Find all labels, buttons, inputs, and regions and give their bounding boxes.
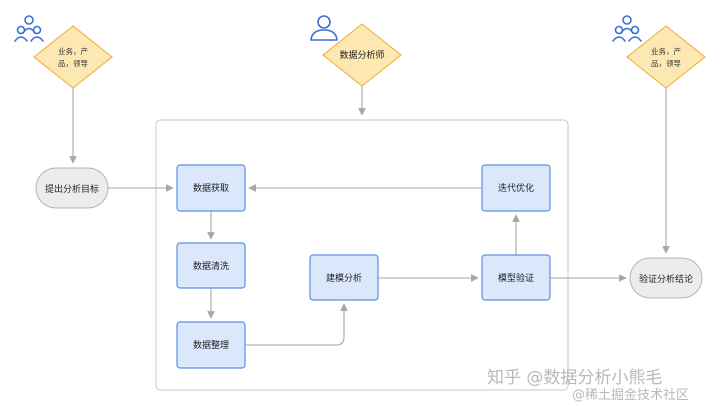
step-acquire-label: 数据获取 xyxy=(193,182,229,194)
end-node xyxy=(629,257,703,299)
end-node-label: 验证分析结论 xyxy=(639,273,693,285)
step-clean-label: 数据清洗 xyxy=(193,260,229,272)
arrow-organize-to-model xyxy=(245,303,348,346)
start-node-label: 提出分析目标 xyxy=(45,183,99,195)
actor-center-label: 数据分析师 xyxy=(339,49,384,61)
actor-right-icon xyxy=(612,15,642,42)
watermark-zhihu: 知乎 @数据分析小熊毛 xyxy=(487,368,662,388)
actor-left-diamond xyxy=(33,25,113,89)
step-model-label: 建模分析 xyxy=(326,272,362,284)
step-validate-label: 模型验证 xyxy=(498,272,534,284)
actor-right-diamond xyxy=(626,25,706,89)
actor-left-label-line2: 品，领导 xyxy=(58,58,88,68)
step-iterate-label: 迭代优化 xyxy=(498,182,534,194)
watermark-juejin: @稀土掘金技术社区 xyxy=(572,387,689,403)
actor-center-person-icon xyxy=(310,15,338,41)
actor-right-label-line2: 品，领导 xyxy=(651,58,681,68)
actor-left-icon xyxy=(14,15,44,42)
actor-left-label-line1: 业务，产 xyxy=(58,46,88,56)
actor-right-label-line1: 业务，产 xyxy=(651,46,681,56)
step-organize-label: 数据整理 xyxy=(193,339,229,351)
